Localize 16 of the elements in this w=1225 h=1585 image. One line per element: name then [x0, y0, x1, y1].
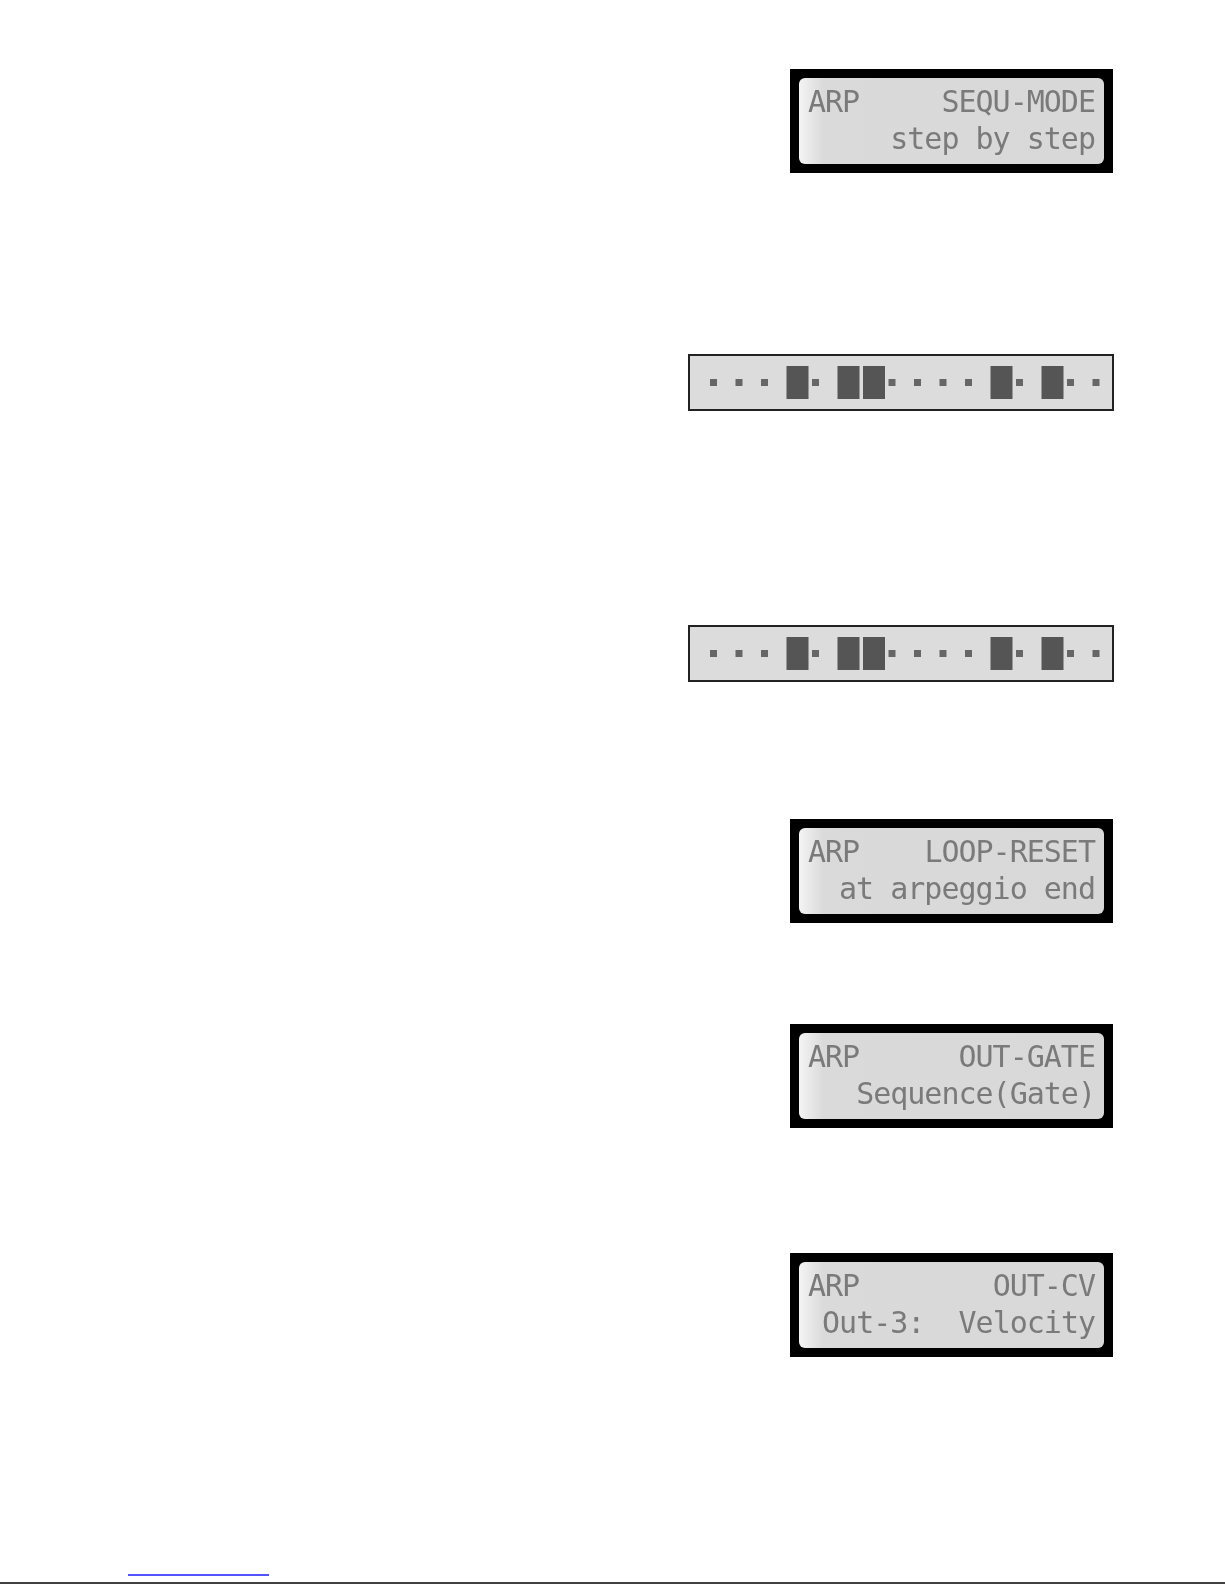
display-text: at arpeggio end: [839, 872, 1095, 906]
display-text: ARP: [808, 1269, 860, 1303]
display-text: LOOP-RESET: [924, 835, 1095, 869]
lcd-display: [790, 819, 1113, 923]
display-text: ARP: [808, 835, 860, 869]
lcd-display: [790, 1253, 1113, 1357]
lcd-display: [790, 69, 1113, 173]
display-text: ARP: [808, 1040, 860, 1074]
display-text: ARP: [808, 85, 860, 119]
display-text: OUT-CV: [992, 1269, 1095, 1303]
display-text: Out-3: Velocity: [822, 1306, 1095, 1340]
lcd-display: [790, 1024, 1113, 1128]
display-text: OUT-GATE: [958, 1040, 1095, 1074]
display-text: SEQU-MODE: [941, 85, 1095, 119]
display-text: step by step: [890, 122, 1095, 156]
display-text: Sequence(Gate): [856, 1077, 1095, 1111]
